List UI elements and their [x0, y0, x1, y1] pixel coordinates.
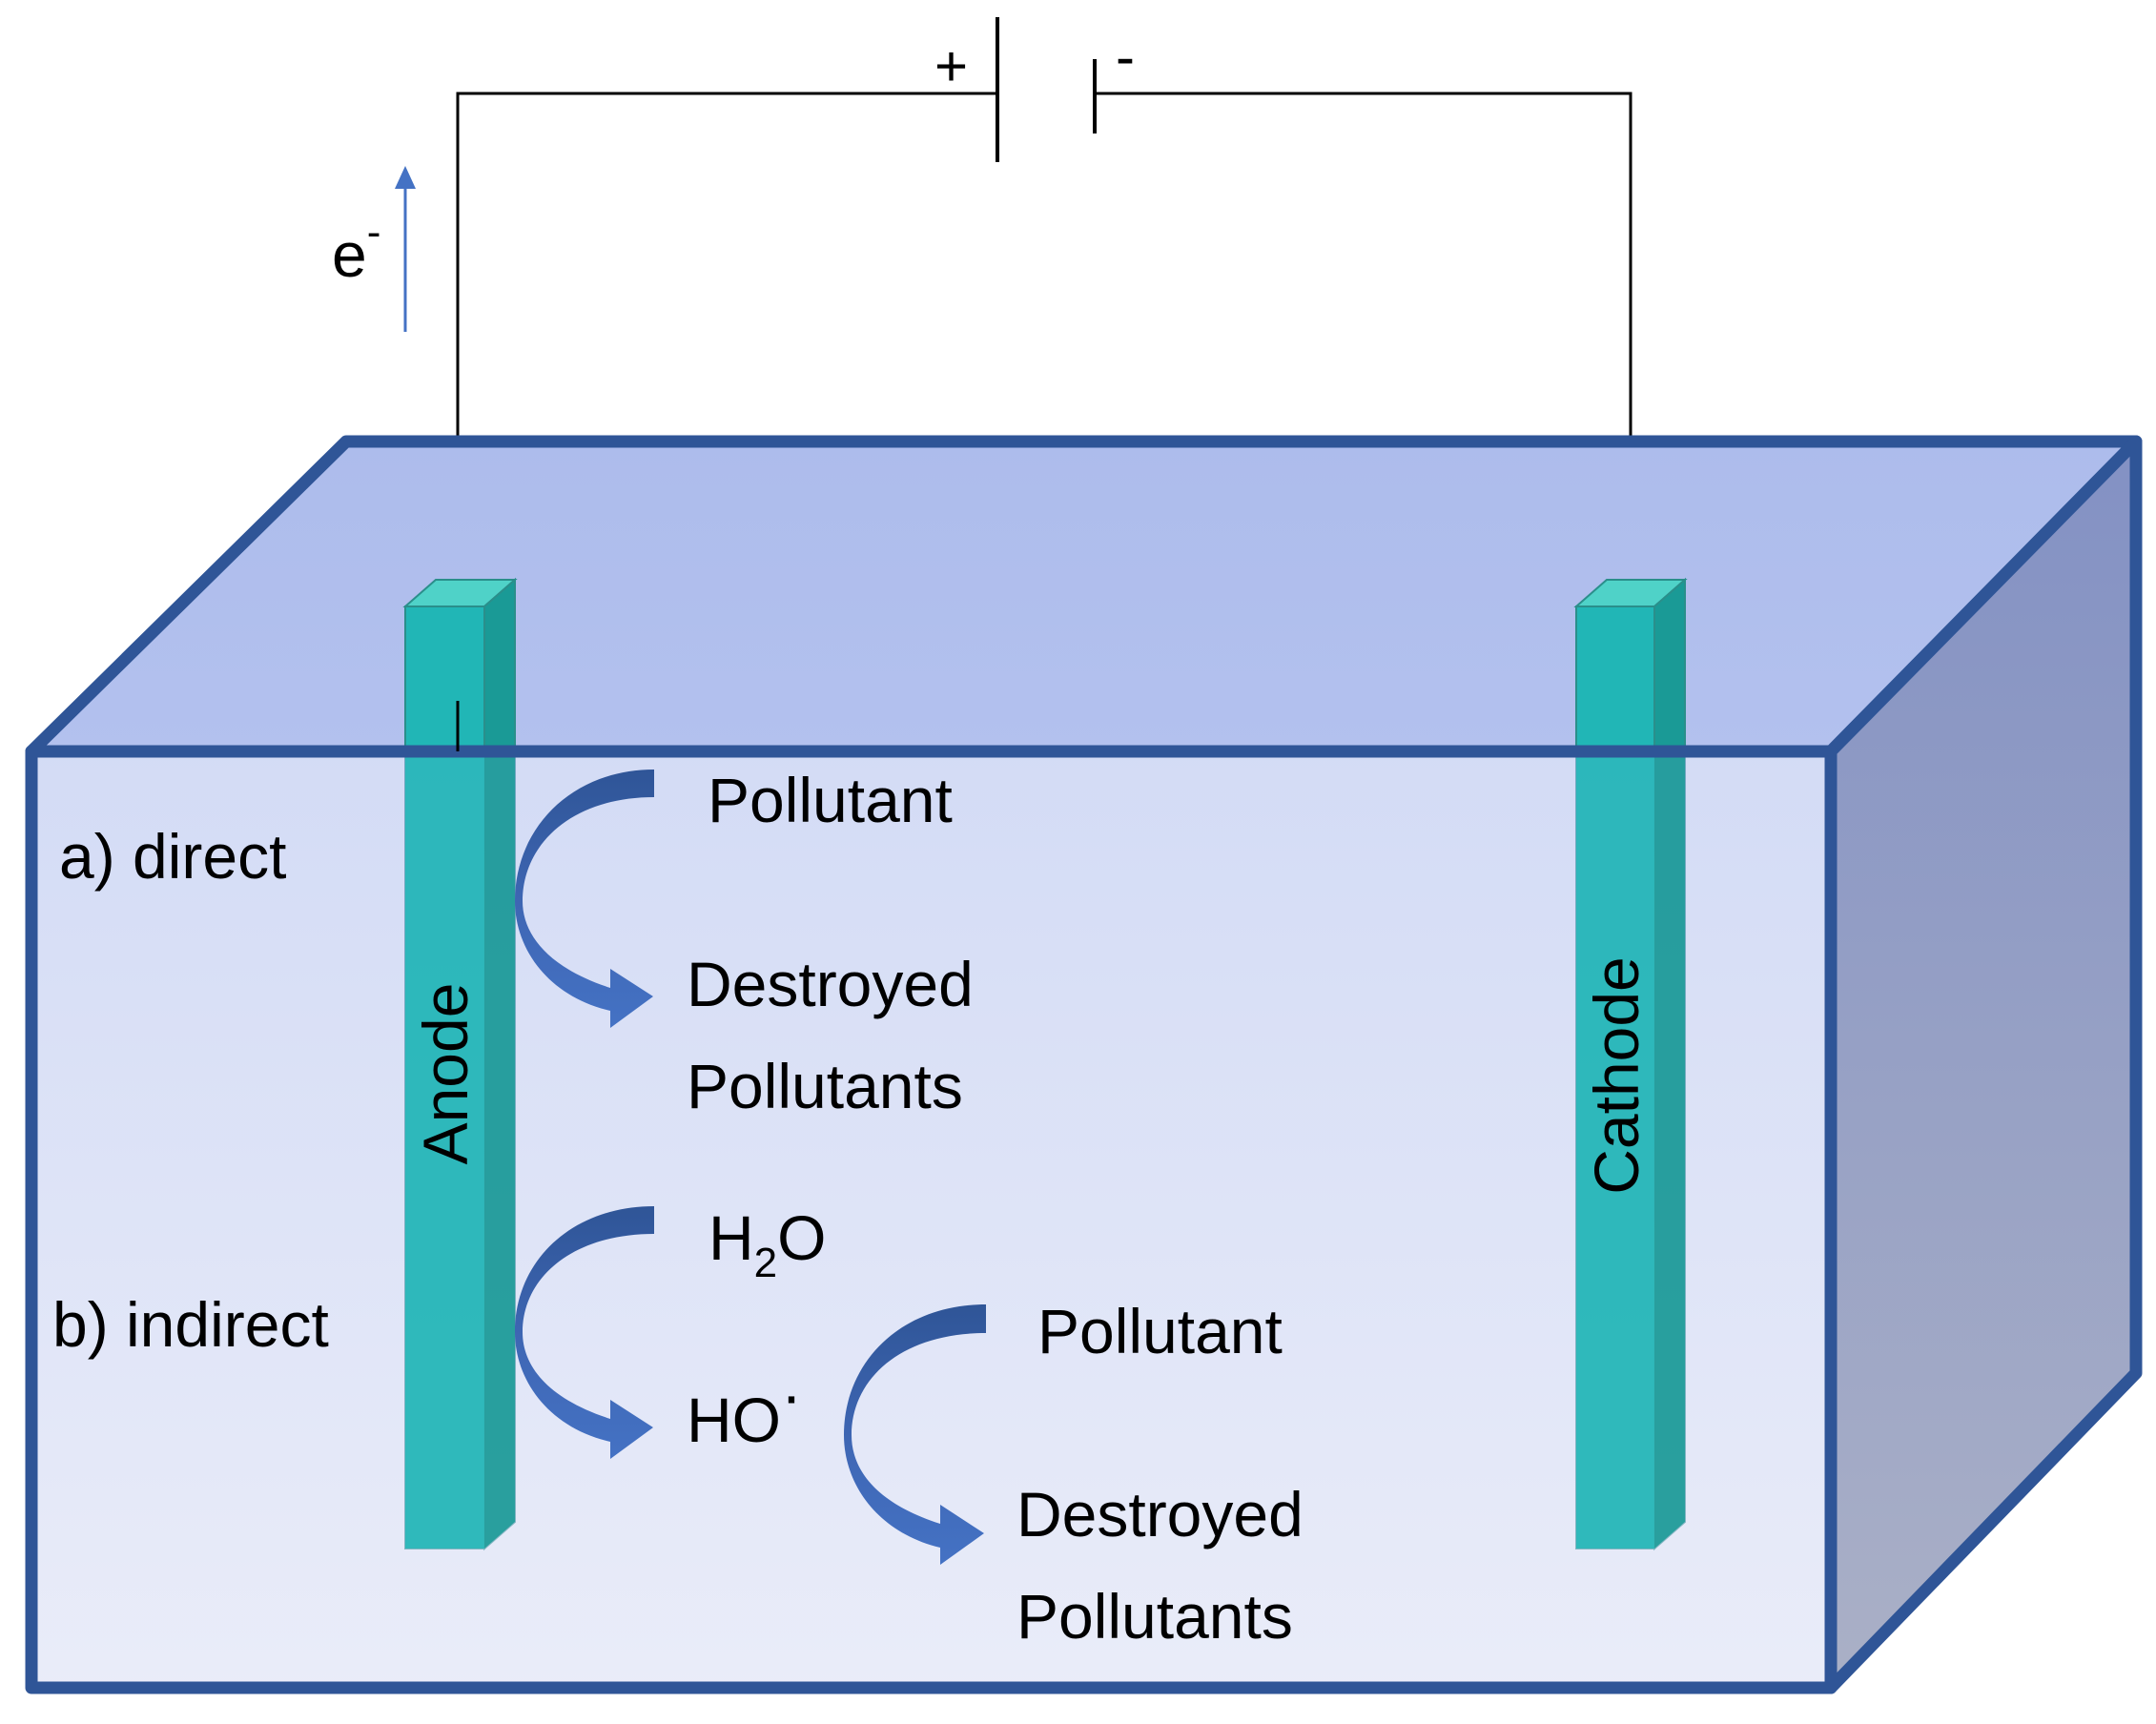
battery-negative-sign: - [1116, 25, 1135, 89]
anode-side-overlay [484, 751, 515, 1549]
direct-reactant-label: Pollutant [708, 765, 953, 835]
water-label-o: O [777, 1202, 826, 1273]
cathode-wire [1095, 92, 1632, 578]
hydroxyl-radical-label: HO· [687, 1360, 802, 1455]
secondary-curved-arrow-icon [844, 1304, 986, 1565]
direct-curved-arrow-icon [515, 770, 654, 1028]
cathode-side-overlay [1654, 751, 1685, 1549]
anode-front-overlay [405, 751, 484, 1549]
direct-product-label-line1: Destroyed [687, 949, 974, 1019]
indirect-reactant-label: Pollutant [1037, 1296, 1283, 1366]
indirect-curved-arrow-icon [515, 1206, 654, 1459]
indirect-pathway: b) indirect H2O HO· Pollutant Destroyed … [52, 1202, 1304, 1652]
water-label-h: H [708, 1202, 754, 1273]
electron-label-sup: - [367, 209, 381, 256]
reaction-arrows [515, 770, 986, 1565]
anode-label: Anode [410, 983, 481, 1165]
direct-product-label-line2: Pollutants [687, 1051, 963, 1121]
electron-label-base: e [332, 219, 367, 290]
indirect-product-label-line1: Destroyed [1016, 1479, 1304, 1550]
hydroxyl-radical-base: HO [687, 1385, 781, 1455]
electron-label: e- [332, 209, 380, 290]
cathode-front-overlay [1576, 751, 1654, 1549]
tank-top-face [25, 435, 2143, 758]
tank-front-face [25, 745, 1838, 1694]
electron-flow: e- [332, 166, 416, 332]
battery-positive-sign: + [934, 34, 968, 98]
electron-arrow-head-icon [395, 166, 416, 189]
indirect-product-label-line2: Pollutants [1016, 1581, 1293, 1652]
hydroxyl-radical-sup: · [781, 1360, 802, 1430]
water-label-subscript: 2 [754, 1240, 777, 1286]
direct-pathway: a) direct Pollutant Destroyed Pollutants [59, 765, 974, 1121]
water-label: H2O [708, 1202, 827, 1286]
direct-label: a) direct [59, 821, 286, 892]
indirect-label: b) indirect [52, 1289, 329, 1360]
cathode-label: Cathode [1581, 956, 1652, 1195]
